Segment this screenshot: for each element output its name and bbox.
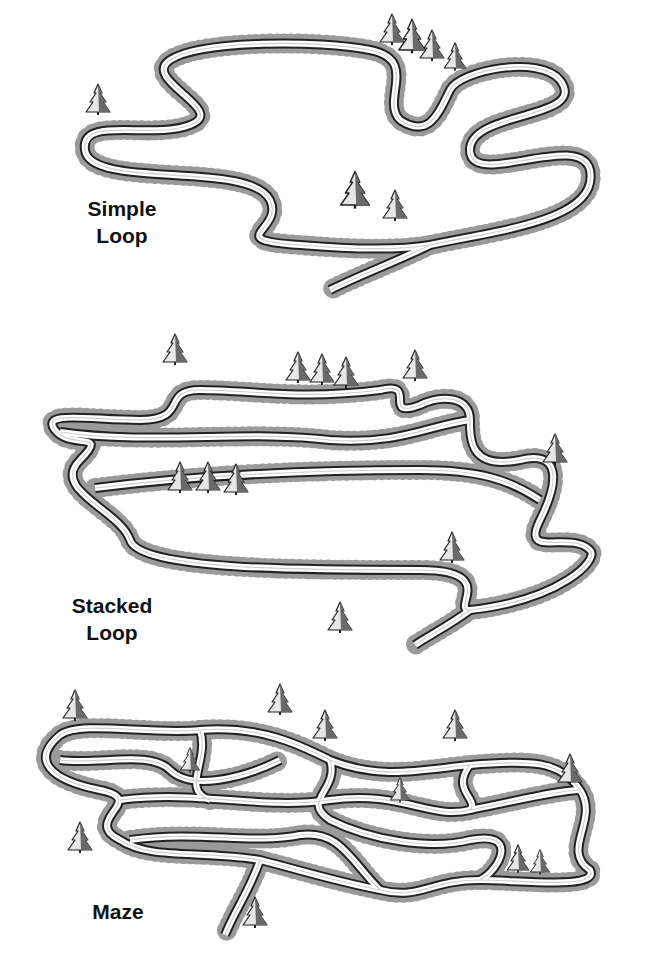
tree — [63, 690, 87, 721]
maze-trail — [46, 728, 591, 935]
tree — [403, 350, 427, 381]
label-anchor: Stacked Loop — [54, 592, 170, 647]
tree — [558, 754, 582, 785]
tree — [383, 190, 407, 221]
trail-edge-dots — [85, 43, 591, 290]
tree — [390, 778, 409, 803]
tree — [196, 462, 220, 493]
tree — [399, 19, 425, 53]
tree — [224, 464, 248, 495]
tree — [443, 710, 467, 741]
trail-tread — [46, 728, 591, 935]
trail-edge-dots — [46, 728, 591, 935]
trail-shading — [85, 43, 591, 290]
tree — [530, 850, 549, 875]
trail-tread — [85, 43, 591, 290]
tree — [507, 845, 529, 873]
tree — [180, 748, 199, 773]
tree — [243, 897, 267, 928]
trees — [63, 14, 582, 928]
tree — [168, 462, 192, 493]
trail-outline — [46, 728, 591, 935]
label-anchor: Maze — [89, 898, 146, 925]
trail-type-label: Simple Loop — [69, 195, 175, 250]
trail-type-label: Maze — [89, 898, 146, 925]
tree — [380, 14, 404, 45]
tree — [420, 30, 444, 61]
tree — [286, 352, 310, 383]
trail-type-label: Stacked Loop — [54, 592, 170, 647]
tree — [440, 532, 464, 563]
trail-shading — [46, 728, 591, 935]
tree — [268, 684, 292, 715]
tree — [163, 334, 187, 365]
label-anchor: Simple Loop — [69, 195, 175, 250]
tree — [543, 434, 567, 465]
simple-loop-trail — [85, 43, 591, 290]
tree — [328, 602, 352, 633]
trail-outline — [85, 43, 591, 290]
tree — [341, 171, 370, 208]
tree — [86, 84, 110, 115]
tree — [68, 822, 92, 853]
tree — [313, 710, 337, 741]
tree — [310, 354, 334, 385]
tree — [444, 43, 466, 71]
tree — [334, 357, 358, 388]
